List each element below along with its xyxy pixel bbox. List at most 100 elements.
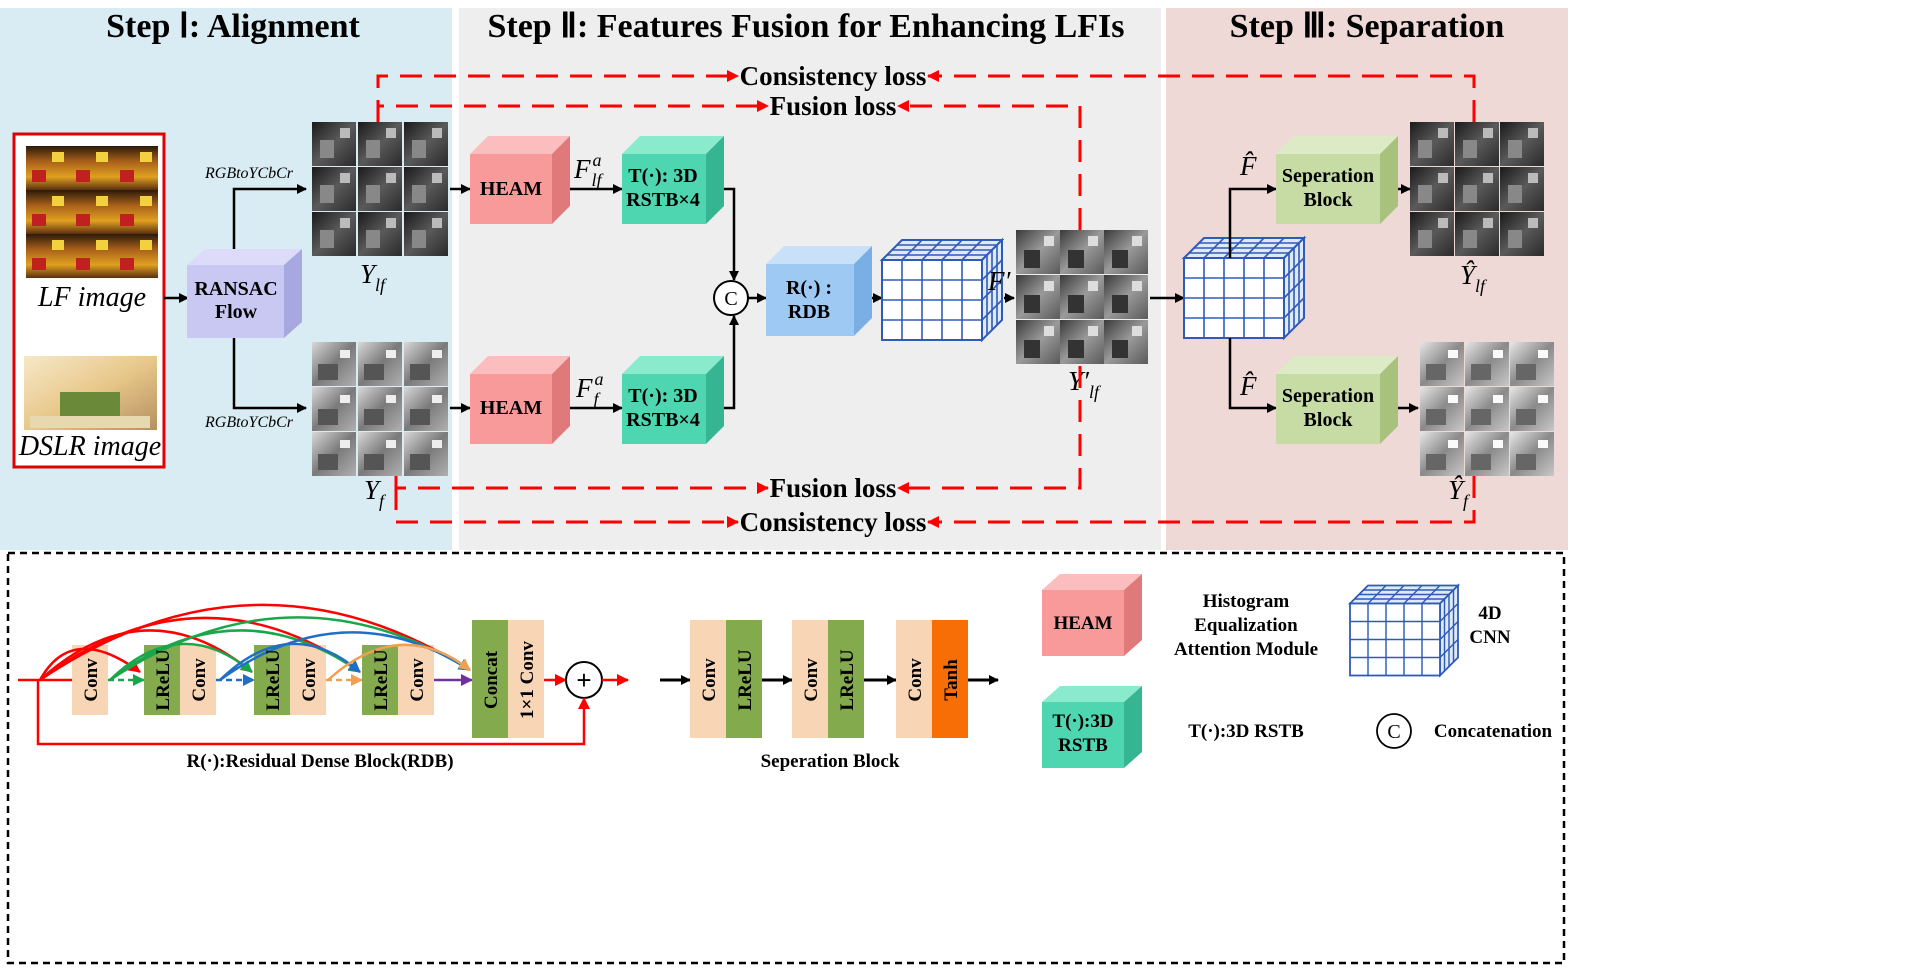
f-hat-bottom: F̂ [1239,371,1257,401]
rdb-conv-3 [290,645,326,715]
y-lf-grid [312,122,448,256]
rdb-layer-6: Conv [407,658,428,702]
concat-legend-desc: Concatenation [1434,721,1553,742]
separation-caption: Seperation Block [761,751,900,772]
rdb-label-2: RDB [788,301,830,323]
rdb-caption: R(·):Residual Dense Block(RDB) [186,751,453,772]
rgb-to-ycbcr-bottom: RGBtoYCbCr [204,414,294,431]
rdb-conv-2 [180,645,216,715]
rstb-legend-box [1042,686,1142,768]
sep-tanh [932,620,968,738]
fusion-loss-bottom-right [897,366,1082,494]
y-lf-label: Ylf [360,259,388,295]
y-f-grid [312,342,448,476]
heam-desc-3: Attention Module [1174,639,1318,660]
heam-legend-box [1042,574,1142,656]
rstb-legend-label-2: RSTB [1058,735,1108,756]
fusion-loss-top-label: Fusion loss [770,91,897,121]
sep-lrelu-2 [828,620,864,738]
separation-block-bottom [1276,356,1398,444]
rstb-bottom-label-2: RSTB×4 [626,409,700,431]
concat-legend-icon [1376,713,1412,749]
y-hat-lf-grid [1410,122,1544,256]
dslr-image-label: DSLR image [18,431,161,462]
sep-layer-1: LReLU [735,649,756,711]
sep-layer-5: Tanh [941,659,962,701]
rdb-plus-symbol: + [576,665,591,695]
fusion-loss-bottom-label: Fusion loss [770,473,897,503]
rdb-concat-label: Concat [481,650,502,709]
heam-block-bottom [470,356,570,444]
sep-top-label-1: Seperation [1282,165,1374,187]
step1-title: Step Ⅰ: Alignment [106,8,360,45]
rdb-layer-2: Conv [189,658,210,702]
rdb-layer-0: Conv [81,658,102,702]
rdb-block [766,246,872,336]
sep-conv-1 [690,620,726,738]
rstb-block-bottom [622,356,724,444]
y-lf-prime-grid [1016,230,1148,364]
concat-symbol: C [724,288,737,310]
cnn4d-desc-1: 4D [1478,603,1501,624]
lf-image-grid [26,146,158,278]
rdb-conv1x1 [508,620,544,738]
consistency-loss-top-right [927,70,1476,122]
rstb-top-label-2: RSTB×4 [626,189,700,211]
rdb-conv1x1-label: 1×1 Conv [517,641,538,719]
sep-conv-3 [896,620,932,738]
rdb-layer-5: LReLU [371,649,392,711]
y-hat-lf-label: Ŷlf [1460,260,1488,296]
fusion-loss-top-right [897,100,1082,230]
rgb-to-ycbcr-top: RGBtoYCbCr [204,165,294,182]
heam-desc-2: Equalization [1194,615,1298,636]
ransac-label-1: RANSAC [194,278,277,300]
sep-top-label-2: Block [1304,189,1354,211]
cnn4d-desc-2: CNN [1469,627,1510,648]
rstb-top-label-1: T(·): 3D [628,165,697,187]
heam-block-top [470,136,570,224]
rdb-lrelu-3 [362,645,398,715]
sep-layer-0: Conv [699,658,720,702]
legend-frame [6,551,1566,965]
sep-bottom-label-2: Block [1304,409,1354,431]
f-hat-top: F̂ [1239,151,1257,181]
consistency-loss-bottom-right [927,476,1476,528]
sep-layer-2: Conv [801,658,822,702]
y-hat-f-label: Ŷf [1448,475,1471,511]
cnn4d-legend-icon [1349,584,1463,677]
sep-lrelu-1 [726,620,762,738]
sep-layer-3: LReLU [837,649,858,711]
concat-legend-symbol: C [1387,721,1400,743]
fusion-loss-top-left [376,100,769,122]
dslr-image [24,356,157,430]
sep-layer-4: Conv [905,658,926,702]
rdb-diagram [18,603,629,746]
separation-legend-diagram: Conv LReLU Conv LReLU Conv Tanh [660,620,999,738]
rdb-label-1: R(·) : [786,277,832,299]
consistency-loss-top-label: Consistency loss [740,61,927,91]
cnn4d-right [1183,237,1309,339]
rdb-layer-labels: Conv LReLU Conv LReLU Conv LReLU Conv Co… [81,641,592,719]
rstb-bottom-label-1: T(·): 3D [628,385,697,407]
rdb-layer-4: Conv [299,658,320,702]
step2-title: Step Ⅱ: Features Fusion for Enhancing LF… [487,8,1124,45]
rstb-legend-desc: T(·):3D RSTB [1188,721,1304,742]
step3-title: Step Ⅲ: Separation [1230,8,1505,45]
ransac-label-2: Flow [215,301,258,323]
heam-label-top: HEAM [480,178,542,200]
rstb-block-top [622,136,724,224]
consistency-loss-bottom-label: Consistency loss [740,507,927,537]
rdb-conv-4 [398,645,434,715]
f-prime-label: F′ [987,266,1011,296]
y-f-label: Yf [364,475,387,511]
rdb-concat [472,620,508,738]
rstb-legend-label-1: T(·):3D [1052,711,1113,732]
sep-conv-2 [792,620,828,738]
ransac-flow-block [187,249,302,338]
heam-legend-label: HEAM [1053,613,1112,634]
sep-bottom-label-1: Seperation [1282,385,1374,407]
heam-desc-1: Histogram [1203,591,1290,612]
